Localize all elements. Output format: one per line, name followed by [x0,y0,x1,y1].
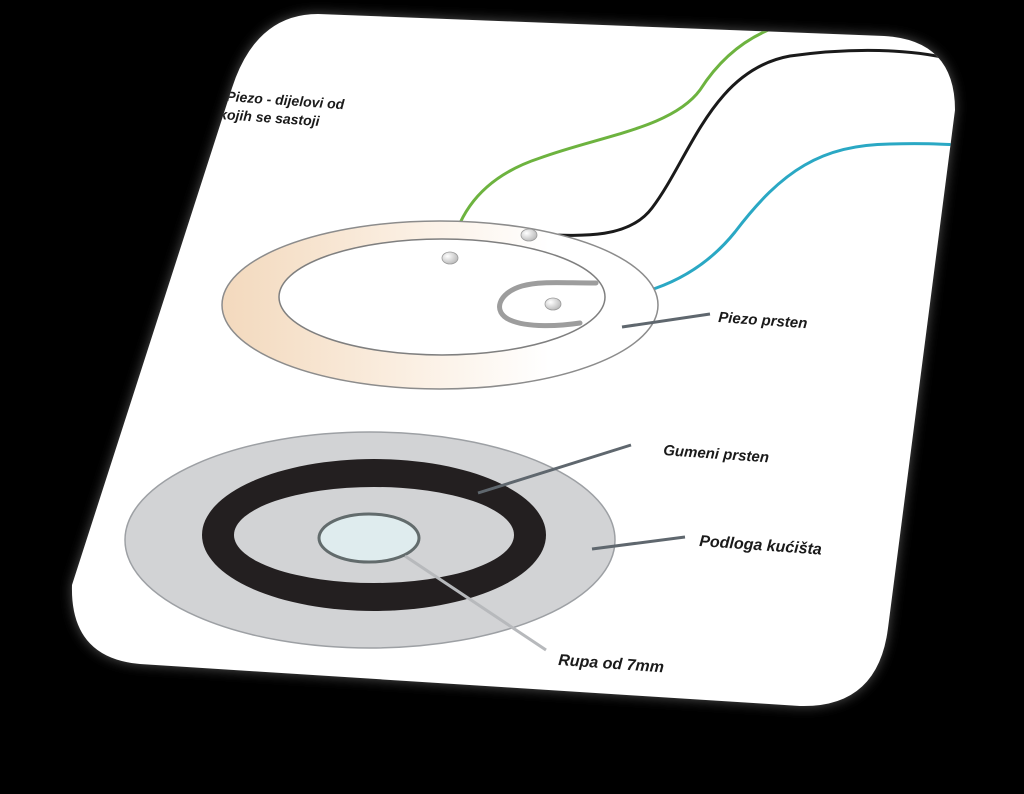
solder-point-blue [544,297,562,311]
piezo-u-element [497,280,599,329]
leader-housing-base [591,535,686,551]
black-wire [531,48,955,237]
solder-point-black [520,228,538,242]
diagram-title-line2: kojih se sastoji [219,106,321,129]
leader-piezo-ring [621,312,711,329]
hole-7mm [317,512,421,564]
label-piezo-ring: Piezo prsten [718,309,808,332]
leader-hole [404,554,547,652]
solder-point-green [441,251,459,265]
leader-rubber-ring [477,443,632,495]
